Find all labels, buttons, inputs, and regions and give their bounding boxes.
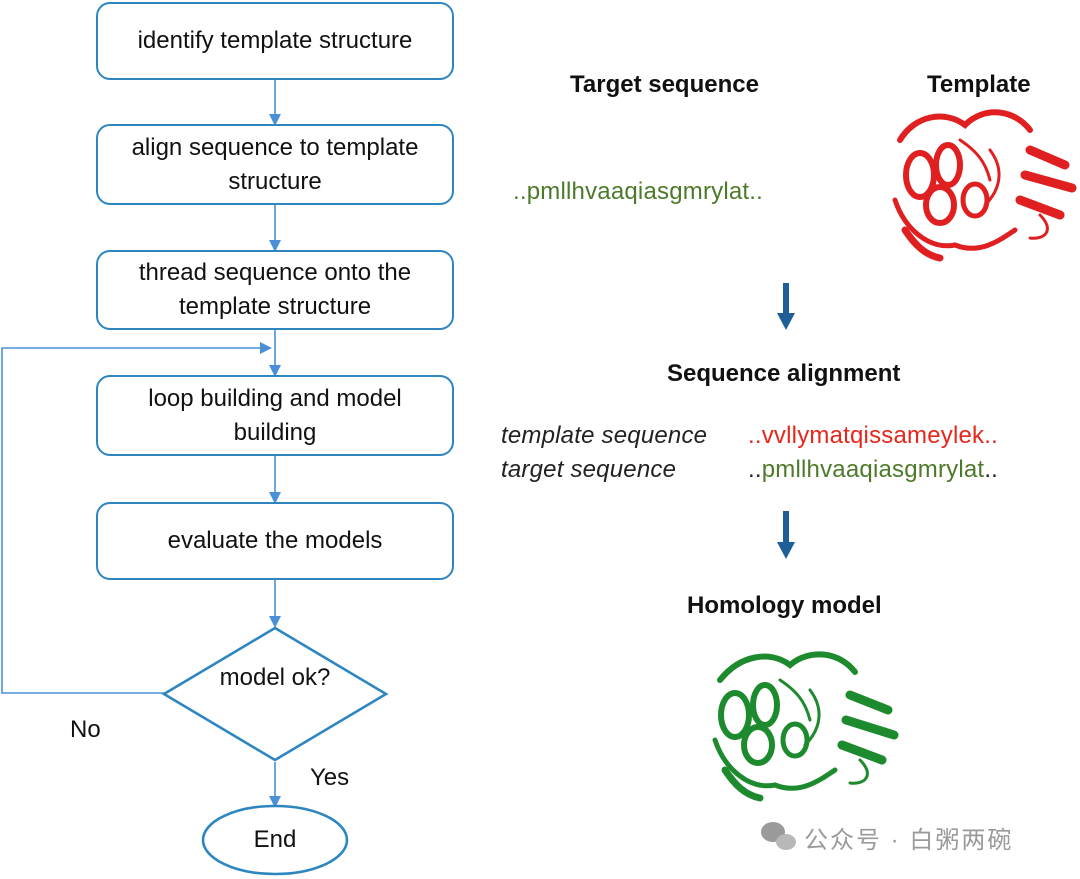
step-label: loop building and model building	[148, 384, 402, 446]
no-loop-arrow	[1, 342, 272, 694]
target-sequence-row-label: target sequence	[501, 456, 677, 483]
step-label: evaluate the models	[167, 527, 383, 554]
template-sequence-row-label: template sequence	[501, 422, 708, 449]
down-arrow-alignment	[777, 283, 795, 330]
step-loop-building: loop building and model building	[96, 375, 454, 456]
wechat-icon	[761, 822, 796, 850]
down-arrow-model	[777, 511, 795, 559]
target-sequence-text: ..pmllhvaaqiasgmrylat..	[513, 178, 764, 205]
step-thread-sequence: thread sequence onto the template struct…	[96, 250, 454, 330]
decision-label: model ok?	[219, 664, 331, 691]
template-heading: Template	[927, 71, 1031, 98]
target-sequence-row: ..pmllhvaaqiasgmrylat..	[748, 456, 998, 484]
step-align-sequence: align sequence to template structure	[96, 124, 454, 205]
homology-model-protein-structure	[712, 651, 899, 802]
step-evaluate-models: evaluate the models	[96, 502, 454, 580]
sequence-alignment-heading: Sequence alignment	[667, 360, 901, 387]
step-identify-template: identify template structure	[96, 2, 454, 80]
homology-model-heading: Homology model	[687, 592, 882, 619]
dots-start: ..	[748, 456, 762, 483]
no-label: No	[70, 716, 101, 743]
end-terminal	[201, 804, 349, 876]
step-label: align sequence to template structure	[131, 133, 419, 195]
template-sequence-row-seq: ..vvllymatqissameylek..	[748, 422, 998, 449]
template-protein-structure	[892, 109, 1077, 262]
target-row-seq: pmllhvaaqiasgmrylat	[761, 456, 985, 483]
dots-end: ..	[984, 456, 999, 483]
step-label: identify template structure	[137, 27, 413, 54]
watermark-text: 公众号 · 白粥两碗	[804, 827, 1014, 854]
end-label: End	[253, 826, 297, 853]
step-label: thread sequence onto the template struct…	[138, 259, 412, 320]
yes-label: Yes	[310, 764, 350, 791]
target-sequence-heading: Target sequence	[570, 71, 759, 98]
decision-diamond	[161, 626, 389, 762]
